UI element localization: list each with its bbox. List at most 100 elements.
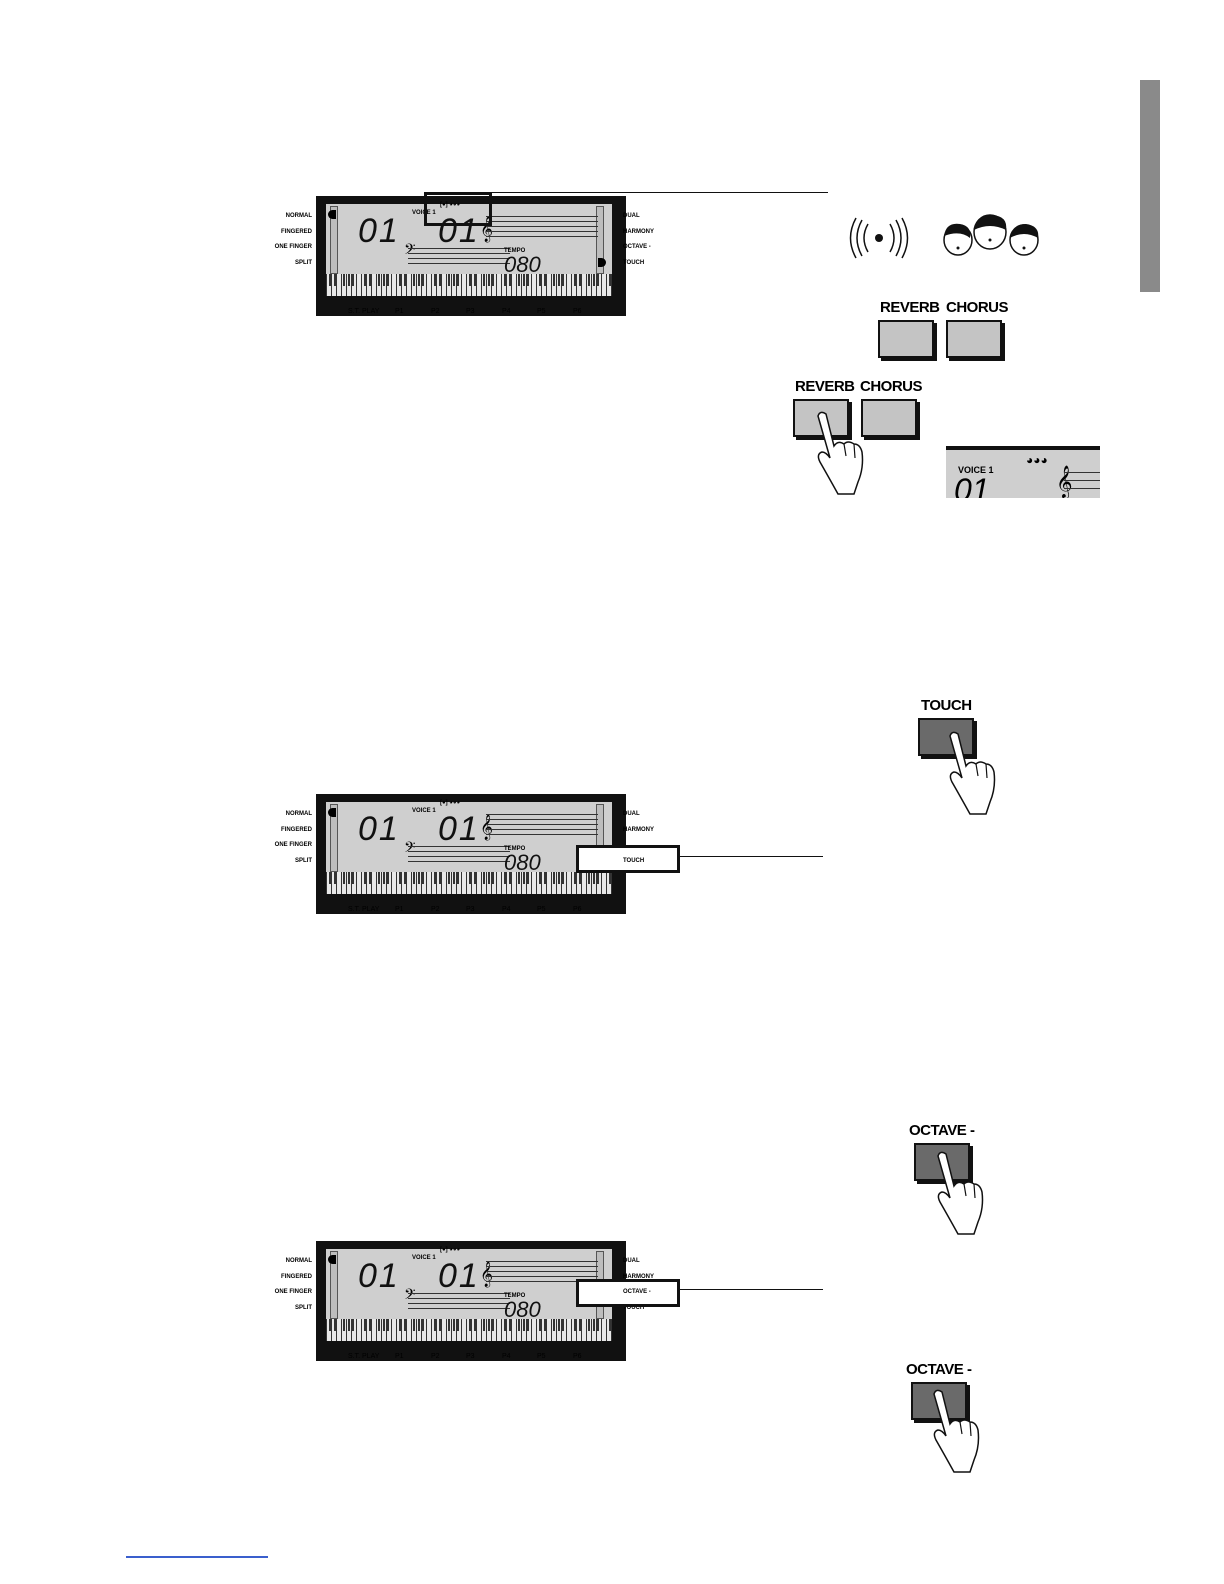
label-split: SPLIT [294,260,312,266]
tick [316,1277,324,1278]
callout-line [677,856,823,857]
label-p6: P6 [573,906,582,913]
label-fingered: FINGERED [280,1274,312,1280]
effect-icons: [●] ◕◕◕ [440,202,461,208]
callout-line [486,192,828,193]
voice-label: VOICE 1 [412,808,436,814]
voice-number: 01 [438,1257,480,1295]
lcd-right-bar [596,206,604,274]
normal-indicator [328,808,336,817]
label-st-play: S.T. PLAY [348,308,380,315]
tick [612,1308,620,1309]
lcd-display-2: VOICE 1 [●] ◕◕◕ 01 01 𝄞 𝄢 TEMPO 080 [316,794,626,914]
tick [316,814,324,815]
tempo-value: 080 [504,1297,541,1322]
reverb-caption: REVERB [880,299,940,316]
touch-highlight-box [576,845,680,873]
label-one-finger: ONE FINGER [274,1289,312,1295]
tick [316,845,324,846]
lcd-left-bar [330,1251,338,1319]
chorus-button-2[interactable] [861,399,917,437]
bass-staff [408,248,510,268]
tempo-label: TEMPO [504,248,526,254]
tick [612,232,620,233]
label-p4: P4 [502,1353,511,1360]
touch-indicator [598,258,606,267]
effects-highlight-box [424,192,492,226]
touch-button[interactable] [918,718,974,756]
tick [316,232,324,233]
label-p1: P1 [395,906,404,913]
label-dual: DUAL [623,213,640,219]
label-harmony: HARMONY [623,827,654,833]
voice-label: VOICE 1 [412,1255,436,1261]
bass-staff [408,846,510,866]
label-normal: NORMAL [285,1258,312,1264]
label-split: SPLIT [294,1305,312,1311]
bass-clef-icon: 𝄢 [404,839,416,859]
tick [316,216,324,217]
tick [612,830,620,831]
zoom-voice-number: 01 [954,472,990,498]
label-p1: P1 [395,308,404,315]
label-st-play: S.T. PLAY [348,906,380,913]
tick [612,216,620,217]
label-octave: OCTAVE - [623,244,651,250]
label-p3: P3 [466,1353,475,1360]
label-p5: P5 [537,308,546,315]
tick [316,1261,324,1262]
reverb-button[interactable] [878,320,934,358]
label-p2: P2 [431,308,440,315]
pressing-hand-icon [933,1389,980,1473]
label-one-finger: ONE FINGER [274,244,312,250]
voice-number: 01 [438,810,480,848]
tick [316,263,324,264]
tick [612,247,620,248]
tick [316,1308,324,1309]
tick [316,1292,324,1293]
label-normal: NORMAL [285,213,312,219]
treble-staff [486,814,598,835]
label-p2: P2 [431,1353,440,1360]
label-one-finger: ONE FINGER [274,842,312,848]
keyboard-black-keys [326,1319,612,1331]
lcd-display-3: VOICE 1 [●] ◕◕◕ 01 01 𝄞 𝄢 TEMPO 080 [316,1241,626,1361]
tick [316,247,324,248]
tick [316,861,324,862]
label-harmony: HARMONY [623,1274,654,1280]
zoom-staff-line [1064,472,1100,473]
bass-clef-icon: 𝄢 [404,241,416,261]
octave-highlight-box [576,1279,680,1307]
normal-indicator [328,210,336,219]
tick [612,814,620,815]
label-p3: P3 [466,906,475,913]
octave-caption: OCTAVE - [909,1122,975,1139]
footer-link-underline[interactable] [126,1556,268,1558]
normal-indicator [328,1255,336,1264]
reverb-icon [849,217,909,259]
tick [612,1261,620,1262]
pressing-hand-icon [949,731,996,815]
label-p4: P4 [502,308,511,315]
chorus-icon [943,214,1039,256]
label-normal: NORMAL [285,811,312,817]
style-number: 01 [358,212,400,250]
lcd-left-bar [330,206,338,274]
label-dual: DUAL [623,811,640,817]
label-fingered: FINGERED [280,827,312,833]
label-fingered: FINGERED [280,229,312,235]
keyboard-black-keys [326,274,612,286]
lcd-display-1: VOICE 1 [●] ◕◕◕ 01 01 𝄞 𝄢 TEMPO 080 [316,196,626,316]
treble-staff [486,216,598,237]
chorus-button[interactable] [946,320,1002,358]
keyboard-black-keys [326,872,612,884]
bass-clef-icon: 𝄢 [404,1286,416,1306]
highlight-label-octave: OCTAVE - [623,1289,651,1295]
zoom-voice-label: VOICE 1 [958,465,994,475]
zoom-staff-line [1064,488,1100,489]
voice-label: VOICE 1 [412,210,436,216]
octave-caption-2: OCTAVE - [906,1361,972,1378]
chorus-caption: CHORUS [946,299,1009,316]
treble-clef-icon: 𝄞 [480,1261,494,1286]
treble-clef-icon: 𝄞 [480,814,494,839]
